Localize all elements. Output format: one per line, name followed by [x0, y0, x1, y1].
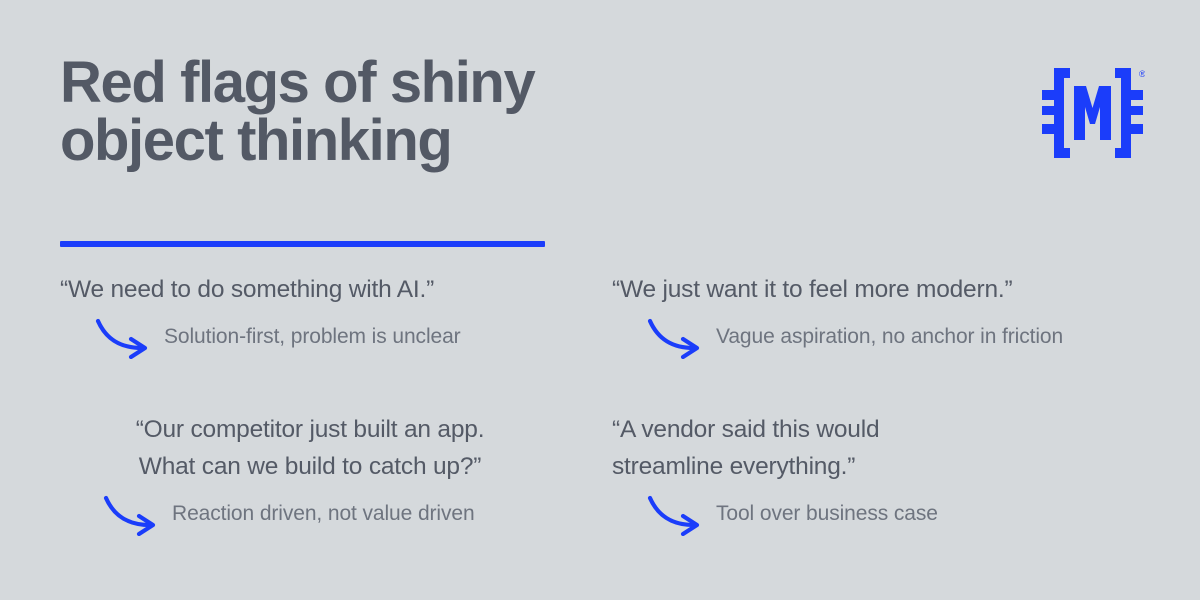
answer-row: Solution-first, problem is unclear	[60, 315, 600, 359]
answer-text: Reaction driven, not value driven	[172, 501, 475, 525]
quote-text: “A vendor said this would streamline eve…	[612, 416, 880, 480]
quote-text: “We need to do something with AI.”	[60, 276, 435, 303]
curved-arrow-right-icon	[646, 315, 708, 359]
answer-text: Vague aspiration, no anchor in friction	[716, 325, 1064, 349]
trademark-symbol: ®	[1139, 69, 1145, 79]
answer-row: Reaction driven, not value driven	[60, 492, 600, 536]
quote-text: “We just want it to feel more modern.”	[612, 276, 1013, 303]
curved-arrow-right-icon	[102, 492, 164, 536]
curved-arrow-right-icon	[646, 492, 708, 536]
header: Red flags of shiny object thinking	[60, 54, 720, 170]
answer-text: Tool over business case	[716, 501, 938, 525]
red-flag-item: “Our competitor just built an app. What …	[60, 412, 600, 536]
page-title: Red flags of shiny object thinking	[60, 50, 536, 173]
answer-row: Vague aspiration, no anchor in friction	[612, 315, 1152, 359]
curved-arrow-right-icon	[94, 315, 156, 359]
answer-text: Solution-first, problem is unclear	[164, 325, 461, 349]
answer-row: Tool over business case	[612, 492, 1152, 536]
red-flag-item: “A vendor said this would streamline eve…	[612, 412, 1152, 536]
quote-text: “Our competitor just built an app. What …	[135, 416, 485, 480]
title-accent-rule	[60, 241, 545, 247]
red-flag-item: “We need to do something with AI.” Solut…	[60, 272, 600, 359]
red-flag-item: “We just want it to feel more modern.” V…	[612, 272, 1152, 359]
brand-logo: ®	[1040, 66, 1145, 164]
